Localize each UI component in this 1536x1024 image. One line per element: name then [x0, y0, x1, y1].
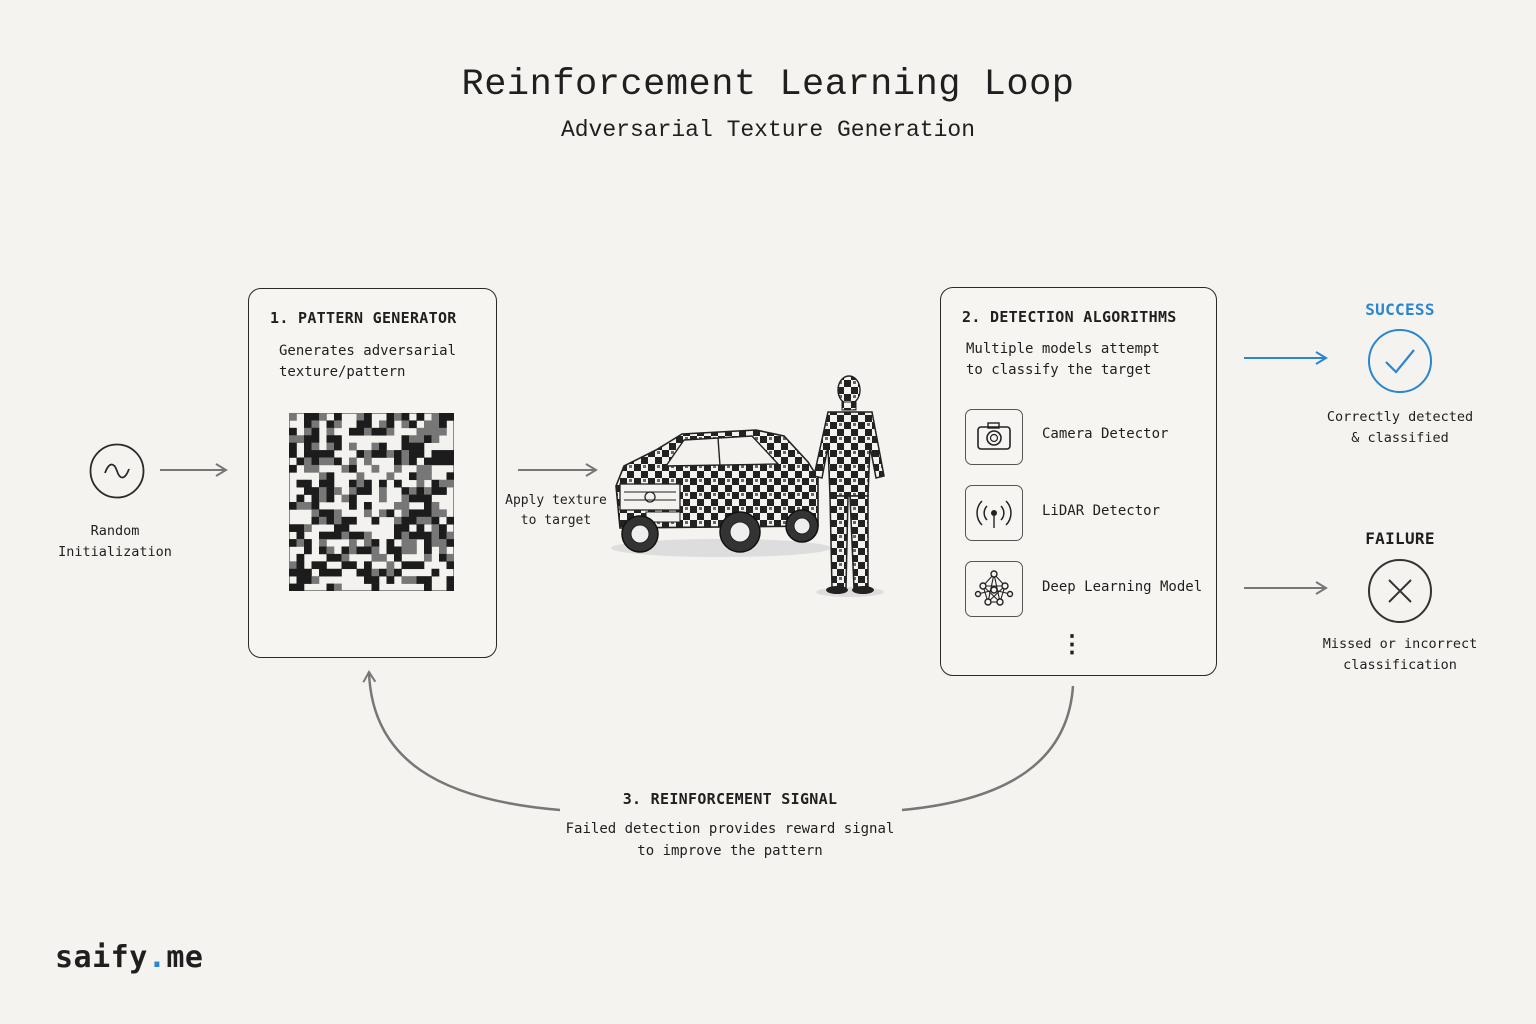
signal-desc: Failed detection provides reward signal …: [565, 821, 895, 859]
diagram-subtitle: Adversarial Texture Generation: [560, 117, 976, 143]
neural-network-icon: [974, 570, 1014, 606]
apply-texture-label: Apply texture to target: [505, 493, 607, 528]
deep-learning-model-item: [965, 561, 1023, 617]
lidar-icon: [976, 500, 1012, 528]
more-detectors-ellipsis: ⋮: [1060, 630, 1084, 658]
lidar-detector-item: [965, 485, 1023, 541]
failure-desc: Missed or incorrect classification: [1322, 636, 1478, 673]
car-icon: [611, 429, 831, 557]
detection-desc: Multiple models attempt to classify the …: [966, 341, 1160, 378]
brand-logo: saify.me: [55, 940, 204, 975]
deep-learning-model-label: Deep Learning Model: [1042, 579, 1203, 595]
camera-detector-label: Camera Detector: [1042, 426, 1169, 442]
checkmark-icon: [1368, 329, 1432, 393]
success-desc: Correctly detected & classified: [1326, 409, 1474, 446]
detection-title: 2. DETECTION ALGORITHMS: [962, 308, 1177, 326]
failure-label: FAILURE: [1365, 529, 1435, 548]
diagram-title: Reinforcement Learning Loop: [461, 64, 1075, 106]
generator-desc: Generates adversarial texture/pattern: [279, 343, 457, 380]
feedback-curve-left: [362, 670, 561, 812]
camera-detector-item: [965, 409, 1023, 465]
adversarial-pattern-image: [289, 413, 454, 591]
init-label: Random Initialization: [58, 523, 172, 560]
sine-wave-icon: [89, 443, 145, 499]
signal-title: 3. REINFORCEMENT SIGNAL: [622, 790, 838, 808]
generator-title: 1. PATTERN GENERATOR: [270, 309, 457, 327]
camera-icon: [977, 422, 1011, 450]
feedback-curve-right: [901, 685, 1075, 812]
x-mark-icon: [1368, 559, 1432, 623]
success-label: SUCCESS: [1365, 300, 1435, 319]
person-icon: [813, 375, 885, 597]
lidar-detector-label: LiDAR Detector: [1042, 503, 1161, 519]
target-illustration: [611, 375, 885, 597]
